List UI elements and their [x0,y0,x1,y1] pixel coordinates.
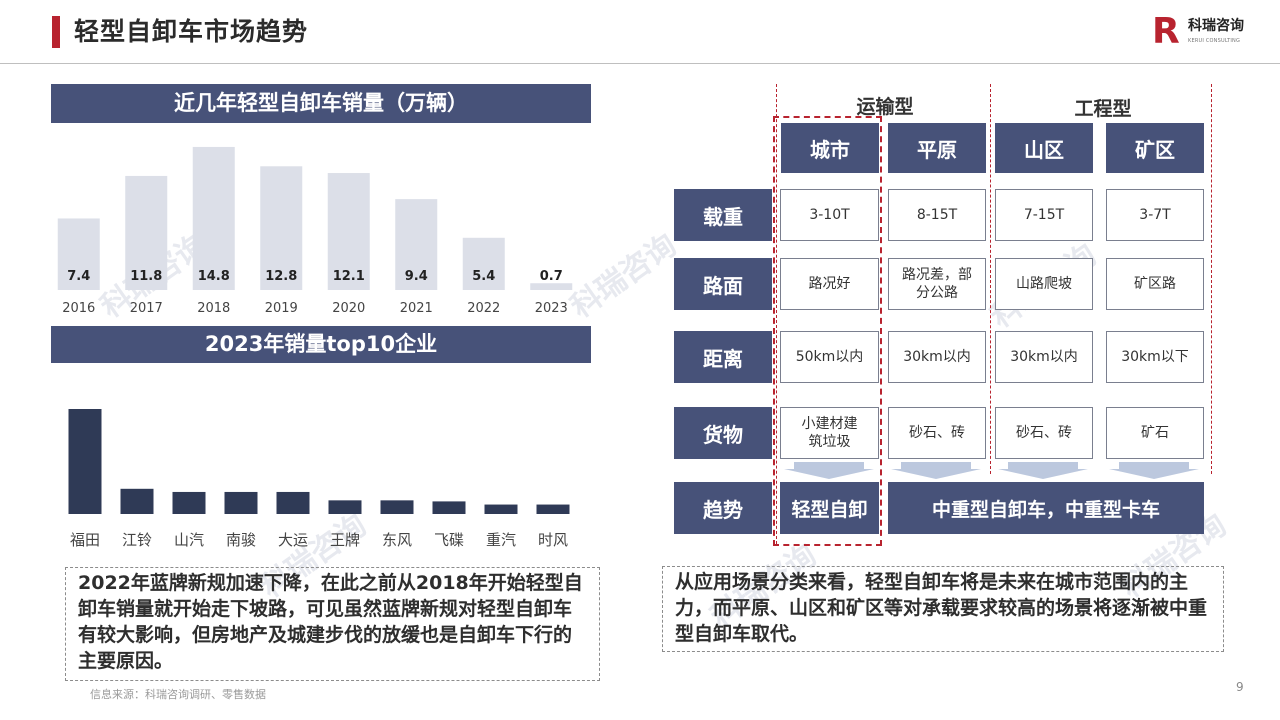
cell-load-city: 3-10T [780,189,879,241]
sales-year-tick: 2023 [535,301,568,316]
group-divider [1211,84,1212,474]
sales-bar-chart: 7.4 11.8 14.8 12.8 12.1 9.4 5.4 0.7 2016 2017 201… [57,146,573,316]
sales-data-label: 12.1 [333,269,365,284]
city-highlight-frame [773,116,882,546]
cell-cargo-mountain: 砂石、砖 [995,407,1093,459]
top10-company-tick: 南骏 [226,531,256,549]
sales-bar [192,146,235,290]
top10-bar [328,500,362,514]
sales-year-tick: 2022 [467,301,500,316]
sales-section-header: 近几年轻型自卸车销量（万辆） [51,84,591,123]
sales-data-label: 11.8 [130,269,162,284]
cell-cargo-plain: 砂石、砖 [888,407,986,459]
top10-bar [224,491,258,514]
top10-company-tick: 王牌 [330,531,360,549]
column-header-city: 城市 [781,123,879,173]
sales-year-tick: 2019 [265,301,298,316]
group-divider [776,84,777,544]
sales-data-label: 9.4 [405,269,428,284]
top10-company-tick: 时风 [538,531,568,549]
trend-city: 轻型自卸 [780,482,879,534]
logo-name: 科瑞咨询 [1188,18,1244,34]
top10-company-tick: 江铃 [122,531,152,549]
row-header-load: 载重 [674,189,772,241]
top10-bar [380,500,414,514]
top10-bar [276,491,310,514]
top10-bar [120,488,154,514]
cell-road-mountain: 山路爬坡 [995,258,1093,310]
sales-bar [260,166,303,290]
cell-load-mine: 3-7T [1106,189,1204,241]
down-arrow-icon [784,462,874,479]
cell-cargo-mine: 矿石 [1106,407,1204,459]
sales-bar [57,218,100,290]
logo-icon: R [1152,11,1180,52]
top10-company-tick: 大运 [278,531,308,549]
group-label-transport: 运输型 [856,96,914,118]
top10-bar [484,504,518,514]
top10-bar [536,504,570,514]
sales-bar [462,237,505,290]
logo-subtitle: KERUI CONSULTING [1188,38,1241,44]
row-header-distance: 距离 [674,331,772,383]
column-header-plain: 平原 [888,123,986,173]
sales-data-label: 12.8 [265,269,297,284]
sales-data-label: 14.8 [198,269,230,284]
group-label-engineering: 工程型 [1074,98,1132,120]
trend-others: 中重型自卸车，中重型卡车 [888,482,1204,534]
group-divider [990,84,991,474]
cell-distance-plain: 30km以内 [888,331,986,383]
top10-section-header: 2023年销量top10企业 [51,326,591,363]
down-arrow-icon [998,462,1088,479]
cell-road-plain: 路况差，部分公路 [888,258,986,310]
sales-year-tick: 2018 [197,301,230,316]
page-title: 轻型自卸车市场趋势 [74,17,309,46]
left-summary-note: 2022年蓝牌新规加速下降，在此之前从2018年开始轻型自卸车销量就开始走下坡路… [65,567,600,681]
row-header-road: 路面 [674,258,772,310]
sales-data-label: 7.4 [67,269,90,284]
row-header-cargo: 货物 [674,407,772,459]
row-header-trend: 趋势 [674,482,772,534]
down-arrow-icon [1109,462,1199,479]
column-header-mine: 矿区 [1106,123,1204,173]
top10-company-tick: 重汽 [486,531,516,549]
sales-year-tick: 2017 [130,301,163,316]
page-number: 9 [1236,680,1244,694]
top10-bar [432,501,466,514]
cell-distance-mountain: 30km以内 [995,331,1093,383]
sales-year-tick: 2021 [400,301,433,316]
cell-load-plain: 8-15T [888,189,986,241]
cell-load-mountain: 7-15T [995,189,1093,241]
sales-data-label: 5.4 [472,269,495,284]
sales-bar [530,283,573,290]
trend-arrows [784,462,1199,479]
sales-year-tick: 2020 [332,301,365,316]
sales-year-tick: 2016 [62,301,95,316]
sales-bar [125,175,168,290]
down-arrow-icon [891,462,981,479]
top10-company-tick: 福田 [70,531,100,549]
right-summary-note: 从应用场景分类来看，轻型自卸车将是未来在城市范围内的主力，而平原、山区和矿区等对… [662,566,1224,652]
top10-company-tick: 东风 [382,531,412,549]
cell-road-mine: 矿区路 [1106,258,1204,310]
cell-cargo-city: 小建材建筑垃圾 [780,407,879,459]
cell-distance-mine: 30km以下 [1106,331,1204,383]
top10-bar [68,409,102,514]
top10-bar-chart: 福田 江铃 山汽 南骏 大运 王牌 东风 飞碟 重汽 时风 [68,409,570,549]
cell-road-city: 路况好 [780,258,879,310]
sales-data-label: 0.7 [540,269,563,284]
sales-bar [327,173,370,290]
source-note: 信息来源：科瑞咨询调研、零售数据 [90,688,266,701]
cell-distance-city: 50km以内 [780,331,879,383]
title-accent-bar [52,16,60,48]
header-divider [0,63,1280,64]
top10-company-tick: 飞碟 [434,531,464,549]
column-header-mountain: 山区 [995,123,1093,173]
sales-bar [395,199,438,290]
top10-company-tick: 山汽 [174,531,204,549]
top10-bar [172,491,206,514]
